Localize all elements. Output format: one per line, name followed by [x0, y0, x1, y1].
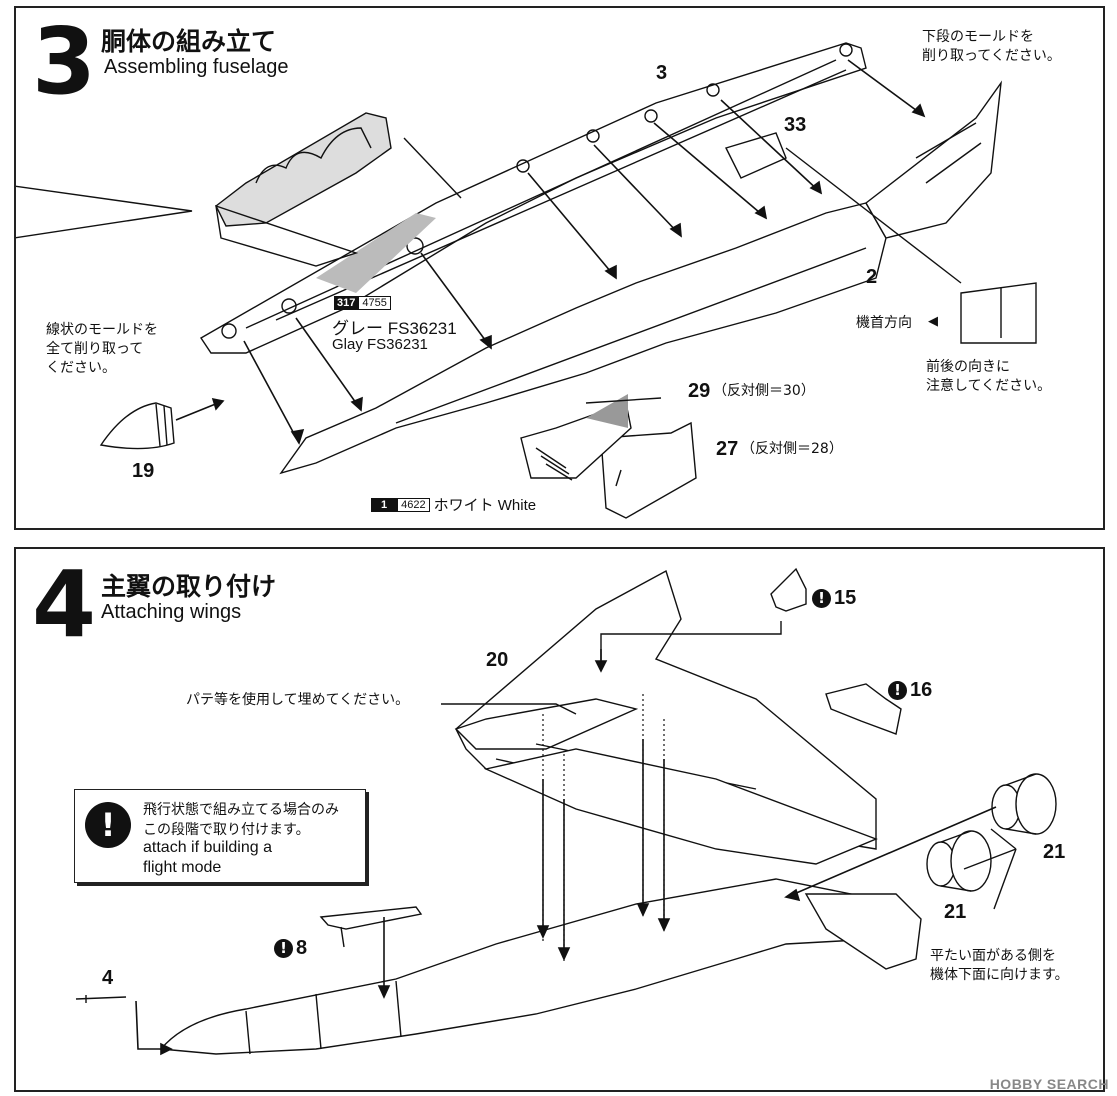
- part-2-label: 2: [866, 266, 878, 288]
- part-33-label: 33: [784, 114, 807, 136]
- orientation-note: 前後の向きに 注意してください。: [926, 359, 1052, 394]
- watermark: HOBBY SEARCH: [989, 1076, 1109, 1092]
- caution-icon: !: [812, 589, 831, 608]
- step-title-jp: 主翼の取り付け: [101, 572, 277, 601]
- step-number: 4: [32, 551, 96, 658]
- part-8-label: 8: [296, 937, 308, 959]
- part-29-label: 29: [688, 380, 711, 402]
- part-3-label: 3: [656, 62, 668, 84]
- warning-text-en: attach if building a flight mode: [143, 839, 272, 876]
- wing-assembly-drawing: [75, 567, 1057, 1056]
- part-19-label: 19: [132, 460, 155, 482]
- part-16-label: 16: [910, 679, 933, 701]
- part-29-note: （反対側＝30）: [713, 383, 815, 399]
- part-4-label: 4: [102, 967, 114, 989]
- flat-face-note: 平たい面がある側を 機体下面に向けます。: [930, 948, 1069, 983]
- paint-code-2: 4622: [397, 497, 430, 512]
- flight-mode-warning-box: ! 飛行状態で組み立てる場合のみ この段階で取り付けます。 attach if …: [74, 789, 366, 883]
- step-title-jp: 胴体の組み立て: [101, 27, 277, 56]
- caution-icon: !: [888, 681, 907, 700]
- paint-code-2: 4755: [358, 296, 391, 310]
- step-title-en: Attaching wings: [101, 601, 242, 623]
- step4-panel: 4 主翼の取り付け Attaching wings 20 ! 15 ! 16 2…: [14, 547, 1105, 1092]
- part-27-note: （反対側＝28）: [741, 441, 843, 457]
- part-15-label: 15: [834, 587, 857, 609]
- step3-panel: 3 胴体の組み立て Assembling fuselage 3 33 2 19 …: [14, 6, 1105, 530]
- nose-direction-label: 機首方向: [856, 315, 912, 331]
- paint-code-1: 1: [371, 497, 398, 512]
- nose-direction-arrow: ◀: [928, 313, 938, 328]
- part-27-label: 27: [716, 438, 739, 460]
- part-21-label-a: 21: [1043, 841, 1066, 863]
- line-mold-note: 線状のモールドを 全て削り取って ください。: [46, 322, 158, 376]
- part-21-label-b: 21: [944, 901, 967, 923]
- lower-mold-note: 下段のモールドを 削り取ってください。: [922, 29, 1061, 64]
- putty-note: パテ等を使用して埋めてください。: [186, 692, 410, 708]
- warning-text-jp: 飛行状態で組み立てる場合のみ この段階で取り付けます。: [143, 802, 339, 838]
- paint-grey-label-jp: グレー FS36231: [332, 319, 457, 338]
- step-title-en: Assembling fuselage: [104, 56, 289, 78]
- part-20-label: 20: [486, 649, 509, 671]
- caution-icon: !: [274, 939, 293, 958]
- step-number: 3: [32, 8, 96, 115]
- paint-white-label: ホワイト White: [433, 497, 537, 514]
- paint-code-1: 317: [334, 296, 359, 310]
- warning-icon: !: [85, 802, 131, 848]
- paint-grey-label-en: Glay FS36231: [332, 336, 428, 353]
- fuselage-assembly-drawing: [16, 42, 1037, 519]
